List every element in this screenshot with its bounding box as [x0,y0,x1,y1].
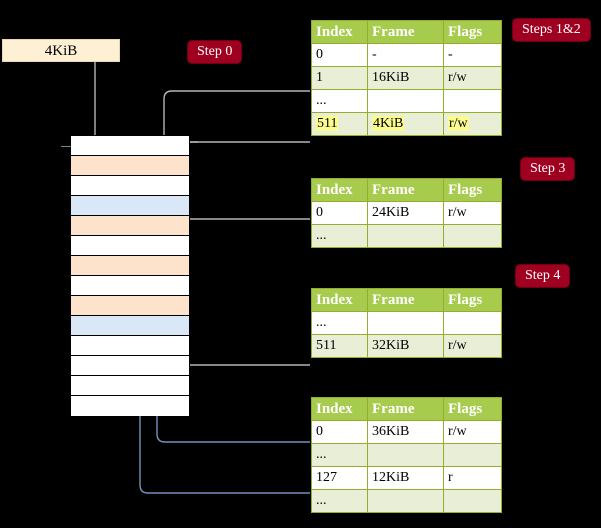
column-header-flags: Flags [443,288,502,312]
cell-frame: 16KiB [367,66,444,90]
cell-frame: 36KiB [367,420,444,444]
cell-frame-highlight: 4KiB [372,116,405,131]
column-header-flags: Flags [443,397,502,421]
cell-index: 511 [311,112,368,136]
memory-frame-4 [61,146,189,236]
table-row: ... [311,311,502,335]
memory-frame-12 [71,376,189,396]
table-row: ... [311,489,502,513]
column-header-flags: Flags [443,20,502,44]
cell-flags [443,89,502,113]
table-header-row: Index Frame Flags [311,288,502,312]
memory-frame-1 [71,156,189,176]
physical-memory-column [61,135,190,416]
wire-step3 [181,218,310,257]
column-header-index: Index [311,20,368,44]
memory-frame-9 [71,316,189,336]
table-header-row: Index Frame Flags [311,397,502,421]
table-row: ... [311,224,502,248]
page-table-level-2: Index Frame Flags 0 24KiB r/w ... [311,178,502,248]
table-row: 0 - - [311,43,502,67]
cell-frame [367,489,444,513]
table-row: 127 12KiB r [311,466,502,490]
badge-steps-1-2: Steps 1&2 [513,19,590,41]
column-header-frame: Frame [367,397,444,421]
badge-step-4: Step 4 [516,265,570,287]
memory-frame-2 [61,146,189,196]
memory-frame-10 [71,336,189,356]
wire-step4 [174,298,310,366]
cell-flags [443,443,502,467]
cell-frame [367,443,444,467]
memory-frame-8 [61,146,189,316]
table-row: 511 4KiB r/w [311,112,502,136]
page-table-level-3: Index Frame Flags ... 511 32KiB r/w [311,288,502,358]
table-row: ... [311,443,502,467]
cell-frame [367,311,444,335]
memory-frame-11 [71,356,189,376]
memory-frame-13 [71,396,189,416]
cell-frame [367,89,444,113]
cell-flags: r/w [443,112,502,136]
cell-index: 1 [311,66,368,90]
column-header-flags: Flags [443,178,502,202]
table-row: 1 16KiB r/w [311,66,502,90]
column-header-frame: Frame [367,288,444,312]
cell-index: ... [311,224,368,248]
table-row: ... [311,89,502,113]
cell-flags: - [443,43,502,67]
page-table-level-4: Index Frame Flags 0 36KiB r/w ... 127 12… [311,397,502,513]
cell-index: ... [311,89,368,113]
cell-frame: - [367,43,444,67]
cell-index-highlight: 511 [316,116,339,131]
wire-step2 [181,140,310,151]
table-header-row: Index Frame Flags [311,178,502,202]
cell-flags: r [443,466,502,490]
column-header-frame: Frame [367,20,444,44]
cell-index: 0 [311,420,368,444]
memory-frame-0 [61,136,189,156]
source-page-4kib: 4KiB [2,39,120,62]
wire-frame-36kib [149,335,310,443]
badge-step-3: Step 3 [521,158,575,180]
table-row: 0 24KiB r/w [311,201,502,225]
column-header-index: Index [311,397,368,421]
cell-flags [443,224,502,248]
cell-index: ... [311,443,368,467]
cell-flags: r/w [443,201,502,225]
cell-flags-highlight: r/w [448,116,469,131]
table-row: 511 32KiB r/w [311,334,502,358]
wire-step1 [163,90,310,197]
cell-index: 0 [311,201,368,225]
page-table-level-1: Index Frame Flags 0 - - 1 16KiB r/w ... … [311,20,502,136]
cell-flags: r/w [443,66,502,90]
memory-frame-5 [71,236,189,256]
memory-frame-6 [61,146,189,276]
table-row: 0 36KiB r/w [311,420,502,444]
memory-frame-3 [71,196,189,216]
table-header-row: Index Frame Flags [311,20,502,44]
column-header-index: Index [311,178,368,202]
cell-index: ... [311,489,368,513]
column-header-index: Index [311,288,368,312]
cell-frame: 24KiB [367,201,444,225]
wire-frame-12kib [132,215,310,494]
cell-index: 127 [311,466,368,490]
cell-flags [443,311,502,335]
cell-frame: 4KiB [367,112,444,136]
cell-frame: 32KiB [367,334,444,358]
cell-frame: 12KiB [367,466,444,490]
column-header-frame: Frame [367,178,444,202]
badge-step-0: Step 0 [188,41,242,63]
cell-frame [367,224,444,248]
cell-flags: r/w [443,420,502,444]
cell-flags [443,489,502,513]
memory-frame-7 [71,276,189,296]
cell-flags: r/w [443,334,502,358]
cell-index: 0 [311,43,368,67]
cell-index: 511 [311,334,368,358]
cell-index: ... [311,311,368,335]
